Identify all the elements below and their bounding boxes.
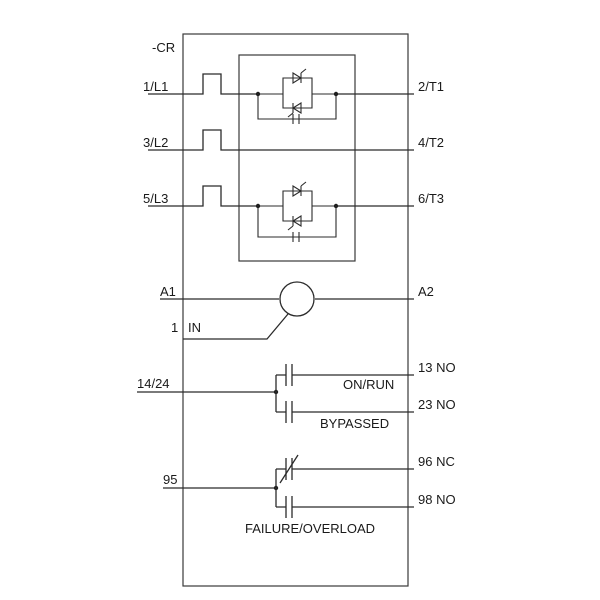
- control-coil: A1 A2 1 IN: [160, 281, 434, 340]
- contact-13-no: [276, 364, 414, 386]
- aux-contacts-run-bypass: 14/24 13 NO ON/RUN 23 NO BYPASSED: [137, 360, 456, 431]
- device-tag: -CR: [152, 40, 175, 55]
- nc-slash: [279, 454, 299, 484]
- terminal-14-24: 14/24: [137, 376, 170, 391]
- input-label: IN: [188, 320, 201, 335]
- label-failure-overload: FAILURE/OVERLOAD: [245, 521, 375, 536]
- contact-23-no: [276, 401, 414, 423]
- terminal-95: 95: [163, 472, 177, 487]
- label-on-run: ON/RUN: [343, 377, 394, 392]
- terminal-6-t3: 6/T3: [418, 191, 444, 206]
- bypass-contact-l1: [148, 73, 414, 95]
- input-wire: [183, 313, 289, 340]
- aux-contacts-fault: 95 96 NC 98 NO FAILURE/OVERLOAD: [163, 454, 456, 536]
- terminal-1-l1: 1/L1: [143, 79, 168, 94]
- input-number: 1: [171, 320, 178, 335]
- device-enclosure: [182, 33, 409, 587]
- phase-l1: 1/L1 2/T1: [143, 68, 444, 124]
- coil-symbol: [279, 281, 315, 317]
- terminal-5-l3: 5/L3: [143, 191, 168, 206]
- bypass-contact-l2: [148, 129, 414, 151]
- terminal-a2: A2: [418, 284, 434, 299]
- phase-l3: 5/L3 6/T3: [143, 181, 444, 242]
- bypass-contact-l3: [148, 185, 414, 207]
- label-98-no: 98 NO: [418, 492, 456, 507]
- label-13-no: 13 NO: [418, 360, 456, 375]
- scr-pair-l3: [255, 181, 339, 242]
- terminal-a1: A1: [160, 284, 176, 299]
- thyristor-module-box: [238, 54, 356, 262]
- label-bypassed: BYPASSED: [320, 416, 389, 431]
- terminal-3-l2: 3/L2: [143, 135, 168, 150]
- terminal-4-t2: 4/T2: [418, 135, 444, 150]
- label-23-no: 23 NO: [418, 397, 456, 412]
- scr-pair-l1: [255, 68, 339, 124]
- label-96-nc: 96 NC: [418, 454, 455, 469]
- phase-l2: 3/L2 4/T2: [143, 129, 444, 151]
- contact-96-nc: [276, 458, 414, 480]
- contact-98-no: [276, 496, 414, 518]
- terminal-2-t1: 2/T1: [418, 79, 444, 94]
